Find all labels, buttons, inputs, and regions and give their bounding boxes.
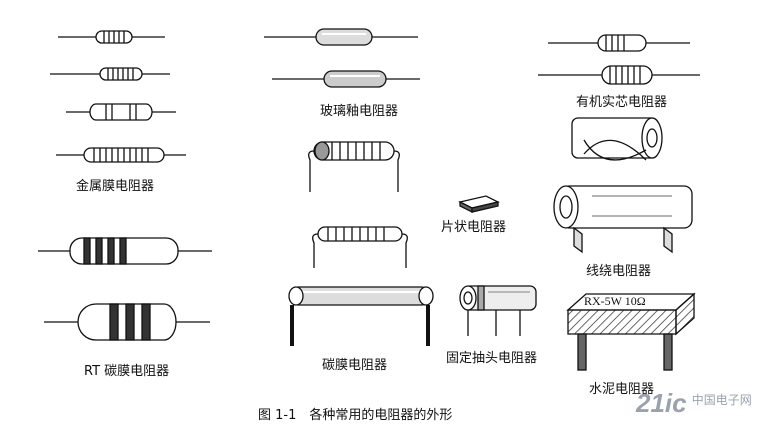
cement-resistor-marking: RX-5W 10Ω: [584, 294, 646, 308]
organic-core-resistor-1: [548, 34, 690, 52]
chip-resistor-label: 片状电阻器: [441, 220, 507, 235]
rt-carbon-resistor-label: RT 碳膜电阻器: [84, 364, 170, 379]
cement-resistor: [566, 292, 696, 371]
organic-core-resistor-2: [538, 65, 700, 85]
organic-core-resistor-label: 有机实芯电阻器: [576, 95, 668, 110]
chip-resistor: [458, 195, 500, 214]
figure-caption: 图 1-1 各种常用的电阻器的外形: [258, 408, 453, 423]
glass-glaze-resistor-label: 玻璃釉电阻器: [320, 104, 399, 119]
fixed-tap-resistor-label: 固定抽头电阻器: [446, 351, 538, 366]
watermark-sub: 中国电子网: [691, 393, 752, 407]
fixed-tap-resistor: [459, 285, 537, 336]
watermark-main: 21ic: [636, 388, 687, 418]
watermark-logo: 21ic 中国电子网: [636, 388, 752, 419]
cement-resistor-label: 水泥电阻器: [589, 382, 655, 397]
metal-film-resistor-3: [66, 103, 176, 121]
wirewound-resistor-label: 线绕电阻器: [586, 264, 652, 279]
wirewound-resistor-1: [571, 117, 663, 161]
metal-film-resistor-2: [50, 67, 170, 81]
metal-film-resistor-1: [58, 30, 165, 44]
glass-glaze-resistor-1: [264, 28, 418, 46]
carbon-film-resistor-2: [312, 226, 408, 268]
glass-glaze-resistor-2: [272, 70, 420, 88]
metal-film-resistor-label: 金属膜电阻器: [76, 179, 155, 194]
carbon-film-resistor-label: 碳膜电阻器: [322, 358, 388, 373]
rt-carbon-resistor-1: [38, 237, 212, 265]
carbon-film-resistor-3: [288, 286, 434, 346]
wirewound-resistor-2: [553, 185, 693, 254]
rt-carbon-resistor-2: [44, 303, 210, 341]
metal-film-resistor-4: [56, 147, 186, 163]
carbon-film-resistor-1: [308, 141, 400, 192]
